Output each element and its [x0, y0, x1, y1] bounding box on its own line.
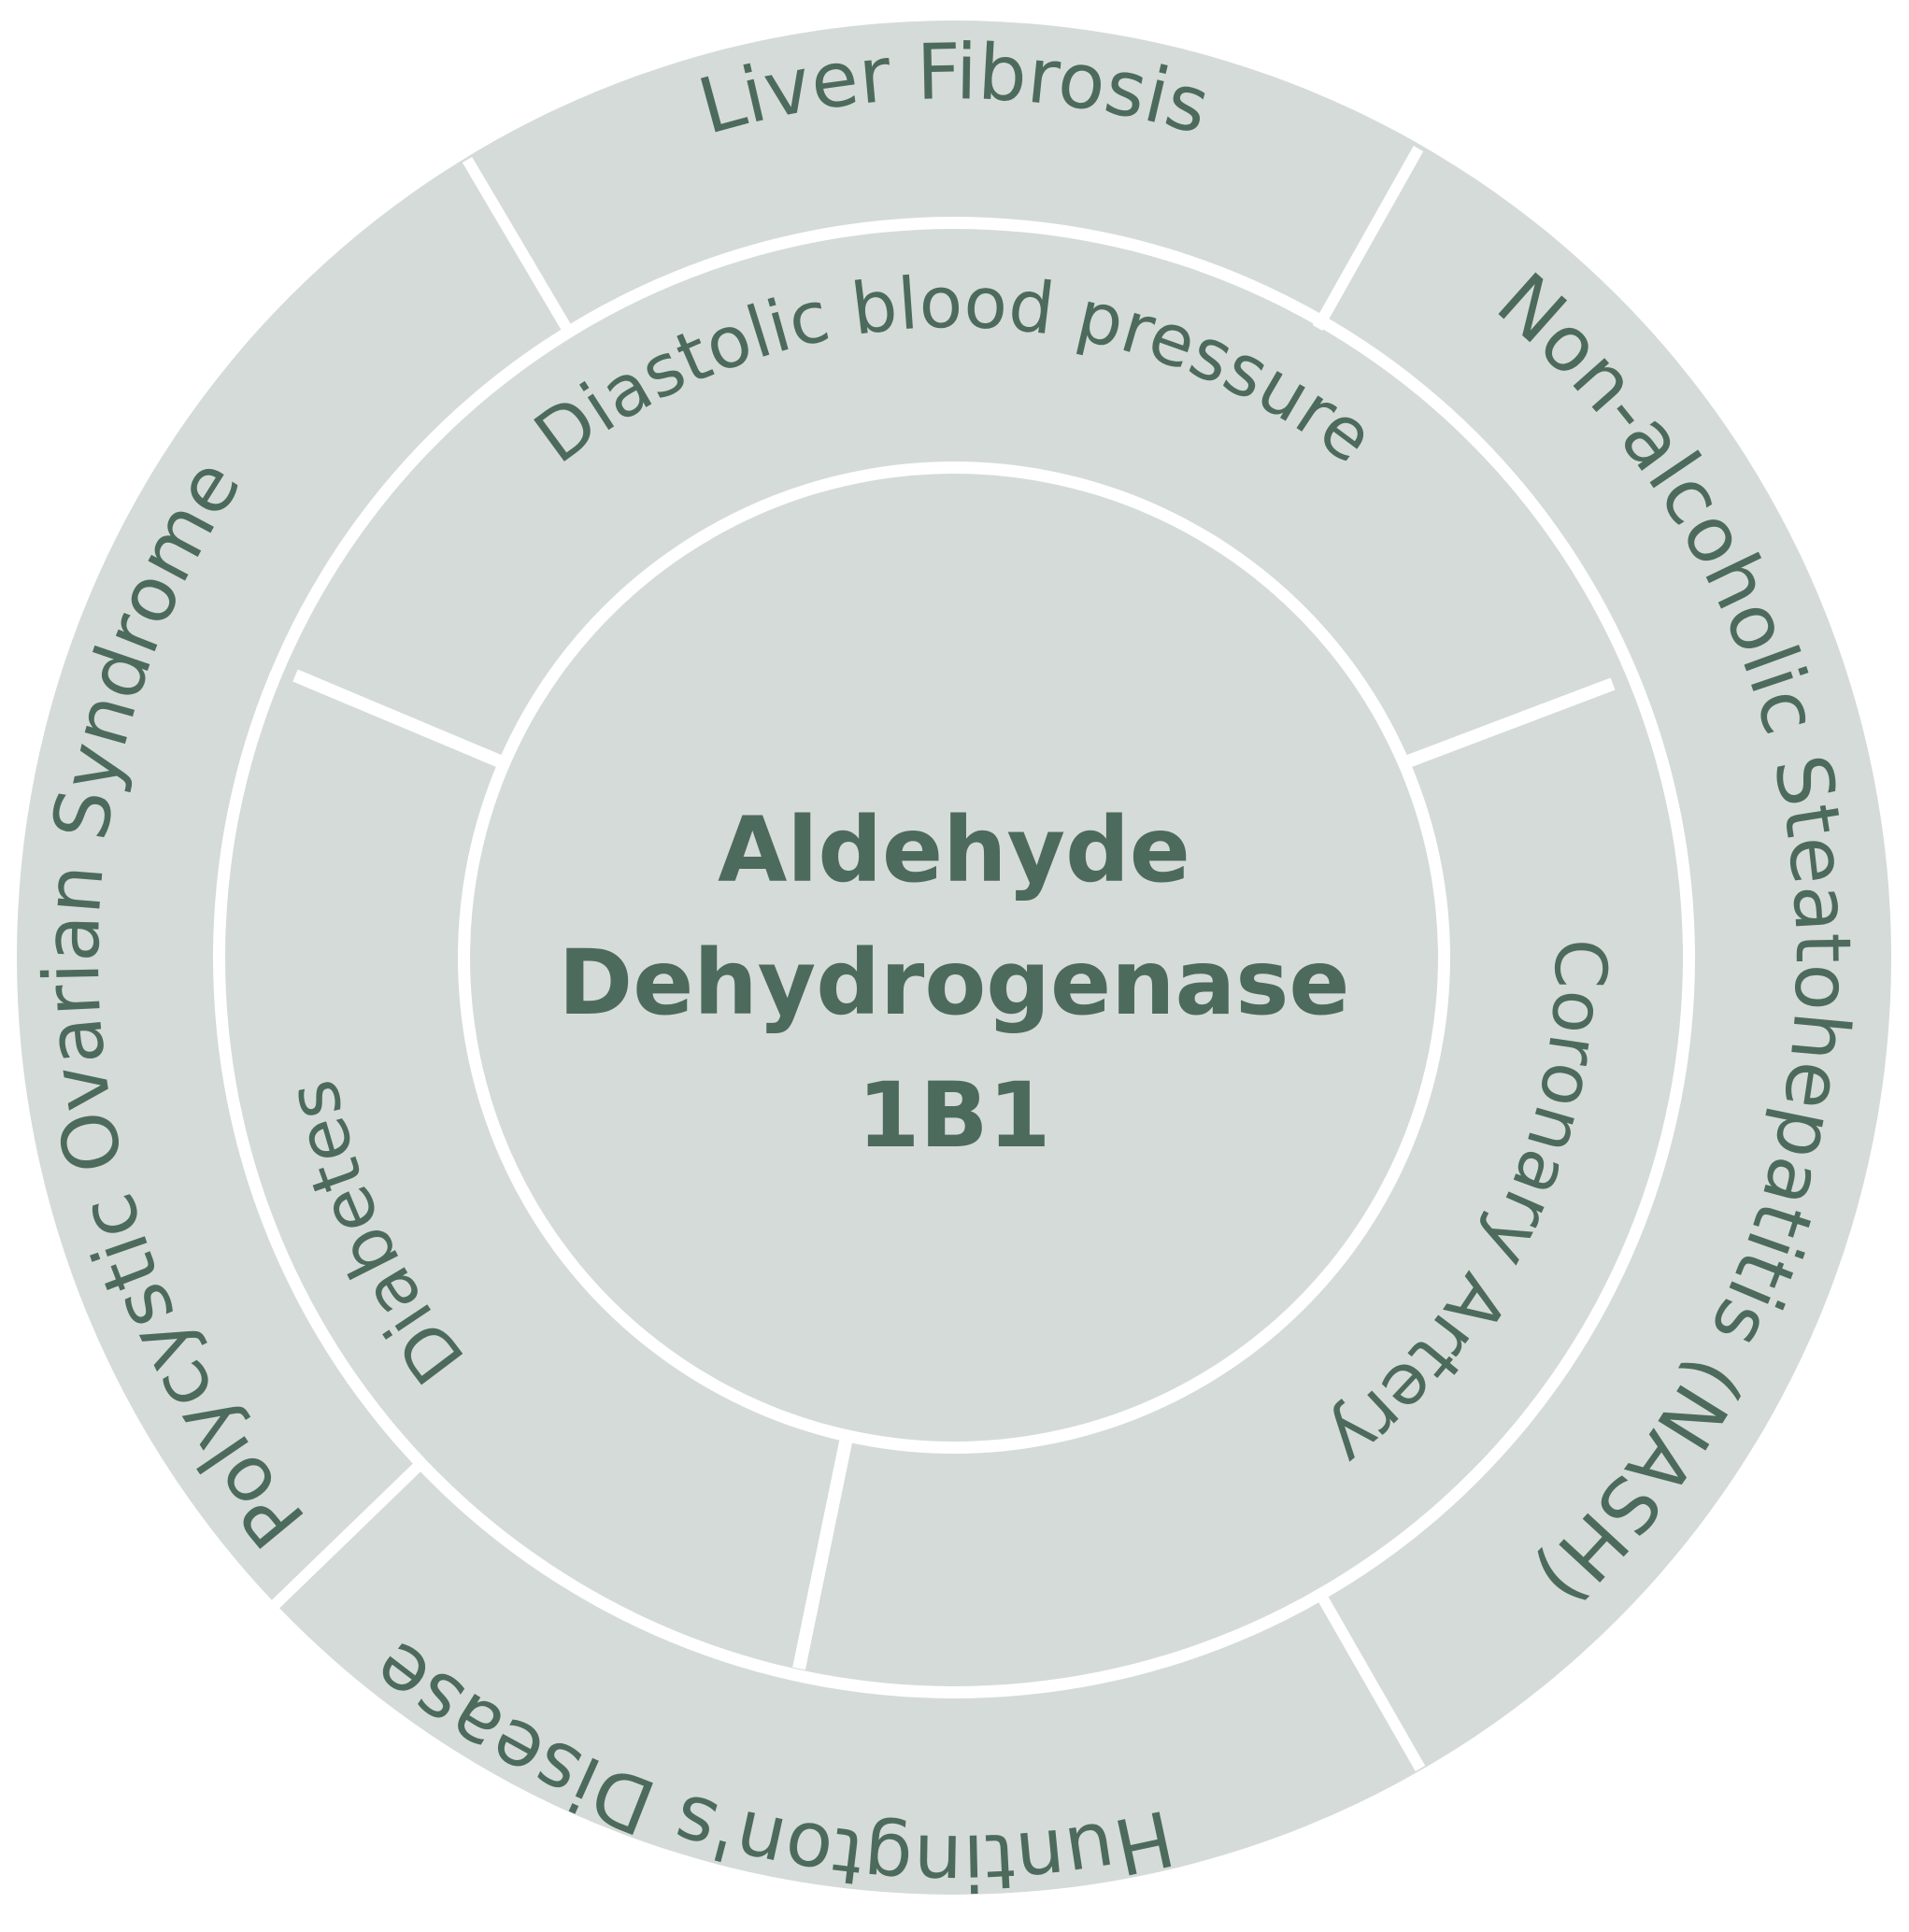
outer-separators	[270, 146, 1426, 1771]
middle-separators	[292, 669, 1616, 1670]
center-title-line3: 1B1	[858, 1063, 1051, 1168]
center-title-line2: Dehydrogenase	[559, 930, 1350, 1035]
center-disc	[470, 474, 1438, 1442]
center-title-line1: Aldehyde	[718, 798, 1190, 902]
